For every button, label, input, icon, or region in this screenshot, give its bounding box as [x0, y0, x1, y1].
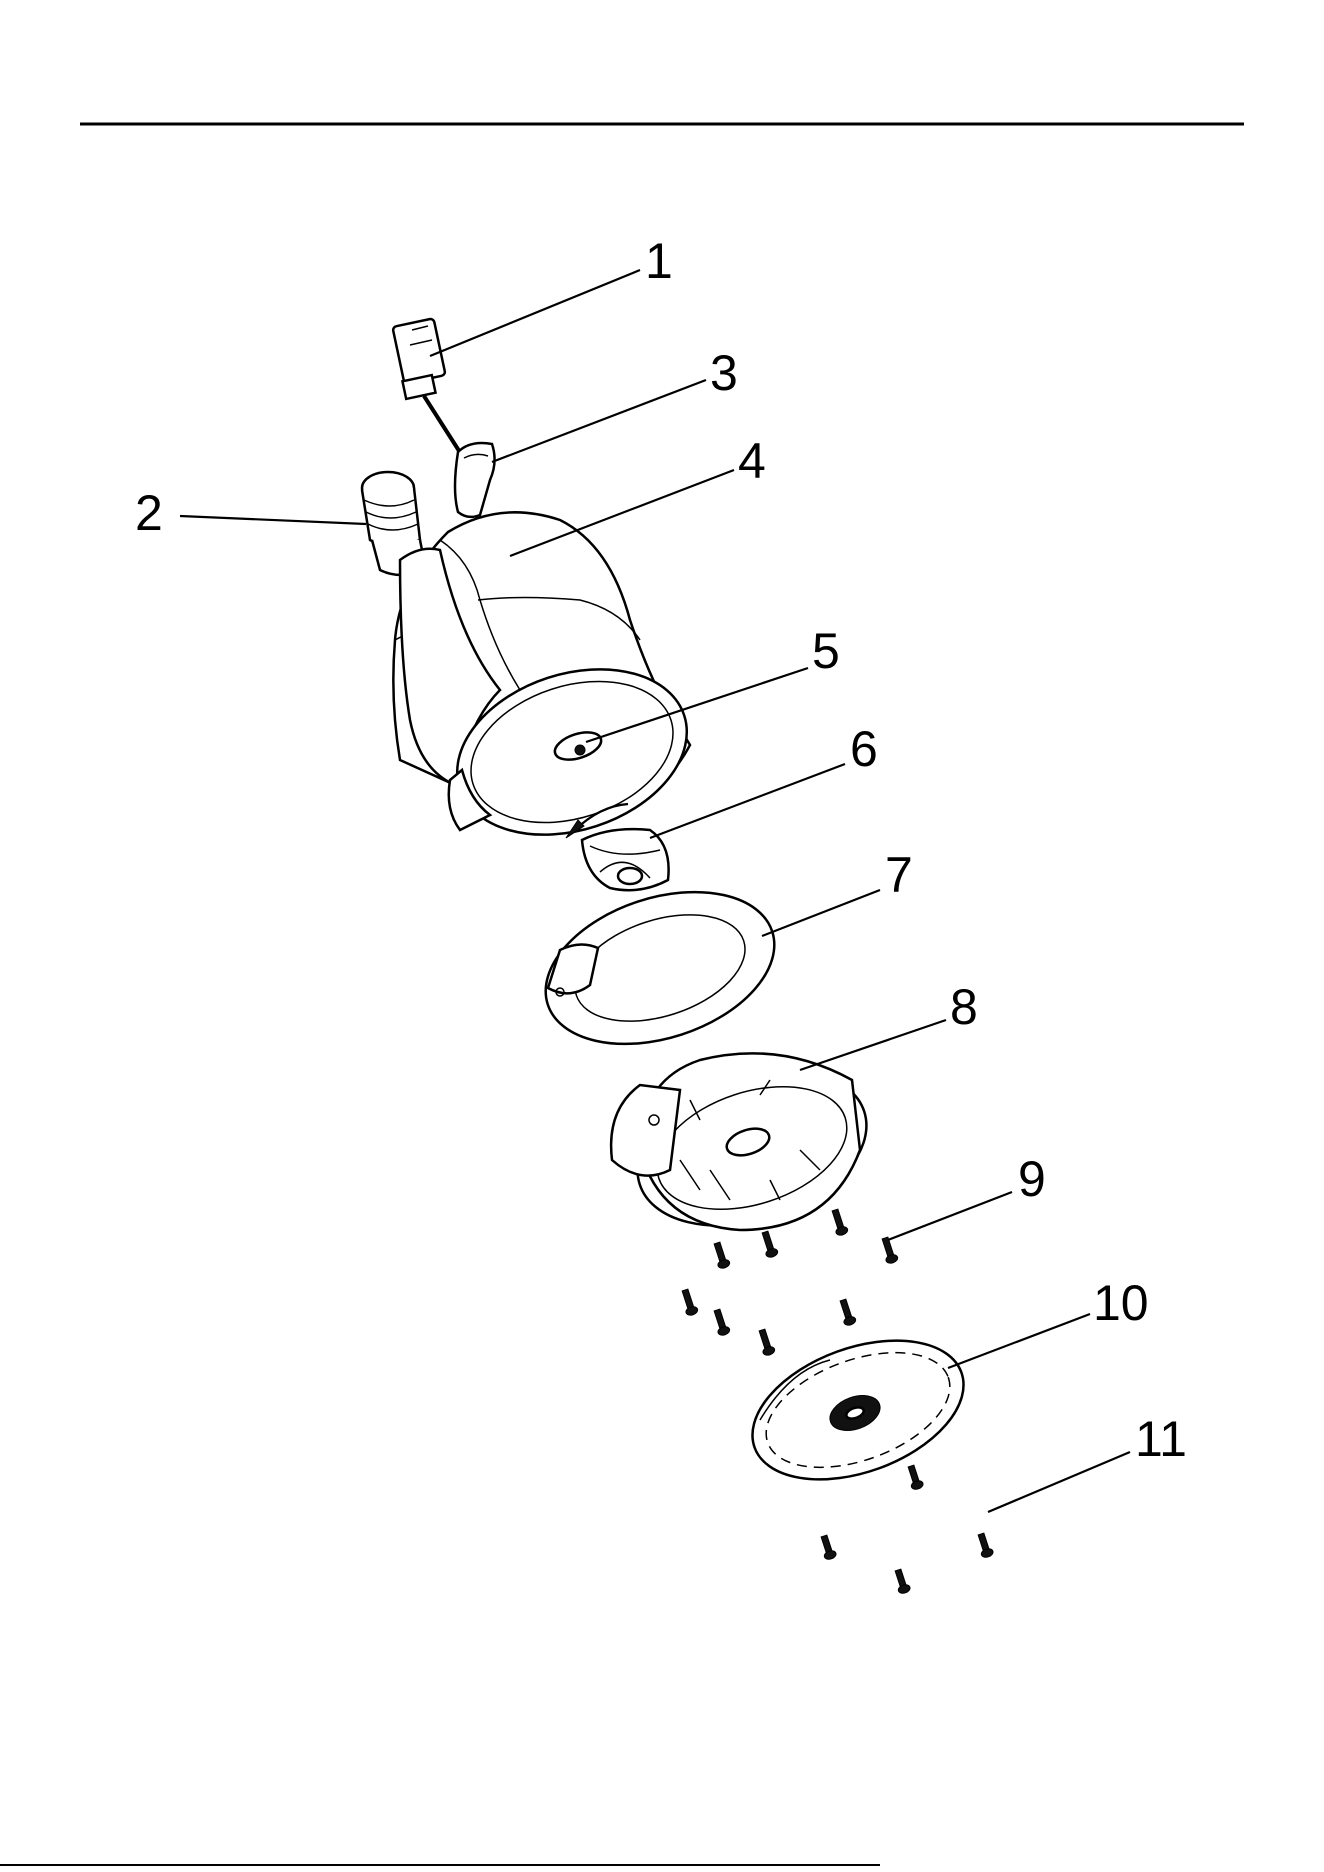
- leader-line-1: [430, 270, 640, 356]
- callout-7: 7: [885, 847, 913, 903]
- part-10-strainer-plate: [733, 1314, 982, 1506]
- callout-11: 11: [1135, 1411, 1187, 1467]
- part-9-screws: [679, 1208, 898, 1356]
- part-11-screws: [818, 1464, 994, 1595]
- callout-9: 9: [1018, 1151, 1046, 1207]
- part-4-motor-housing: [393, 512, 708, 862]
- part-1-plug: [392, 318, 470, 468]
- leader-line-6: [650, 764, 845, 838]
- callout-8: 8: [950, 979, 978, 1035]
- leader-lines: [180, 270, 1130, 1512]
- callout-6: 6: [850, 721, 878, 777]
- leader-line-9: [888, 1192, 1012, 1240]
- leader-line-10: [948, 1314, 1090, 1368]
- leader-line-2: [180, 516, 366, 524]
- leader-line-4: [510, 470, 734, 556]
- leader-line-8: [800, 1020, 946, 1070]
- callout-5: 5: [812, 623, 840, 679]
- part-8-pump-base: [611, 1043, 886, 1253]
- part-3-float-switch: [455, 443, 495, 517]
- callout-3: 3: [710, 345, 738, 401]
- callout-2: 2: [135, 485, 163, 541]
- callout-1: 1: [645, 233, 673, 289]
- part-6-impeller: [582, 829, 669, 890]
- part-7-gasket: [526, 865, 794, 1071]
- callout-10: 10: [1093, 1275, 1149, 1331]
- callout-4: 4: [738, 433, 766, 489]
- leader-line-3: [492, 380, 706, 462]
- leader-line-11: [988, 1452, 1130, 1512]
- leader-line-7: [762, 890, 880, 936]
